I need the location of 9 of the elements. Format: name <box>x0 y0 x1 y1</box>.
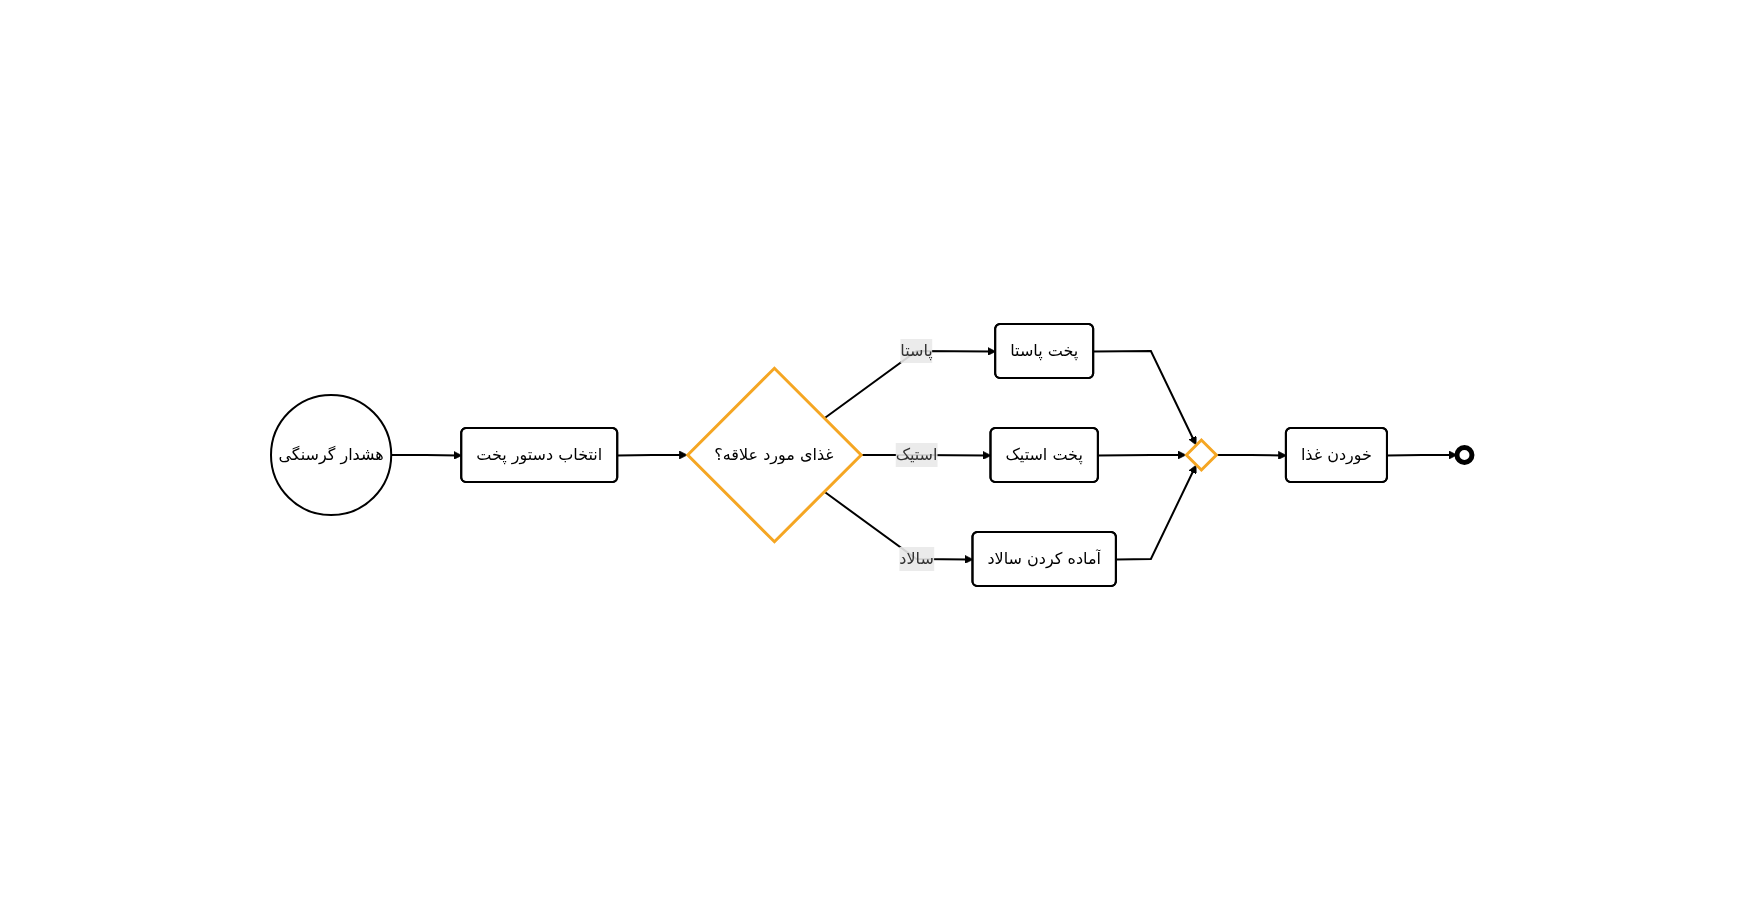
edge-label: پاستا <box>899 340 933 360</box>
arrow <box>616 450 688 459</box>
edge-label: استیک <box>895 444 937 464</box>
arrow <box>1092 349 1197 445</box>
node-circle: هشدار گرسنگی <box>269 393 392 516</box>
node-diamond: غذای مورد علاقه؟ <box>685 365 863 544</box>
edge-label: سالاد <box>898 548 934 568</box>
node-diamond <box>1183 437 1219 472</box>
node-circle <box>1453 444 1474 465</box>
